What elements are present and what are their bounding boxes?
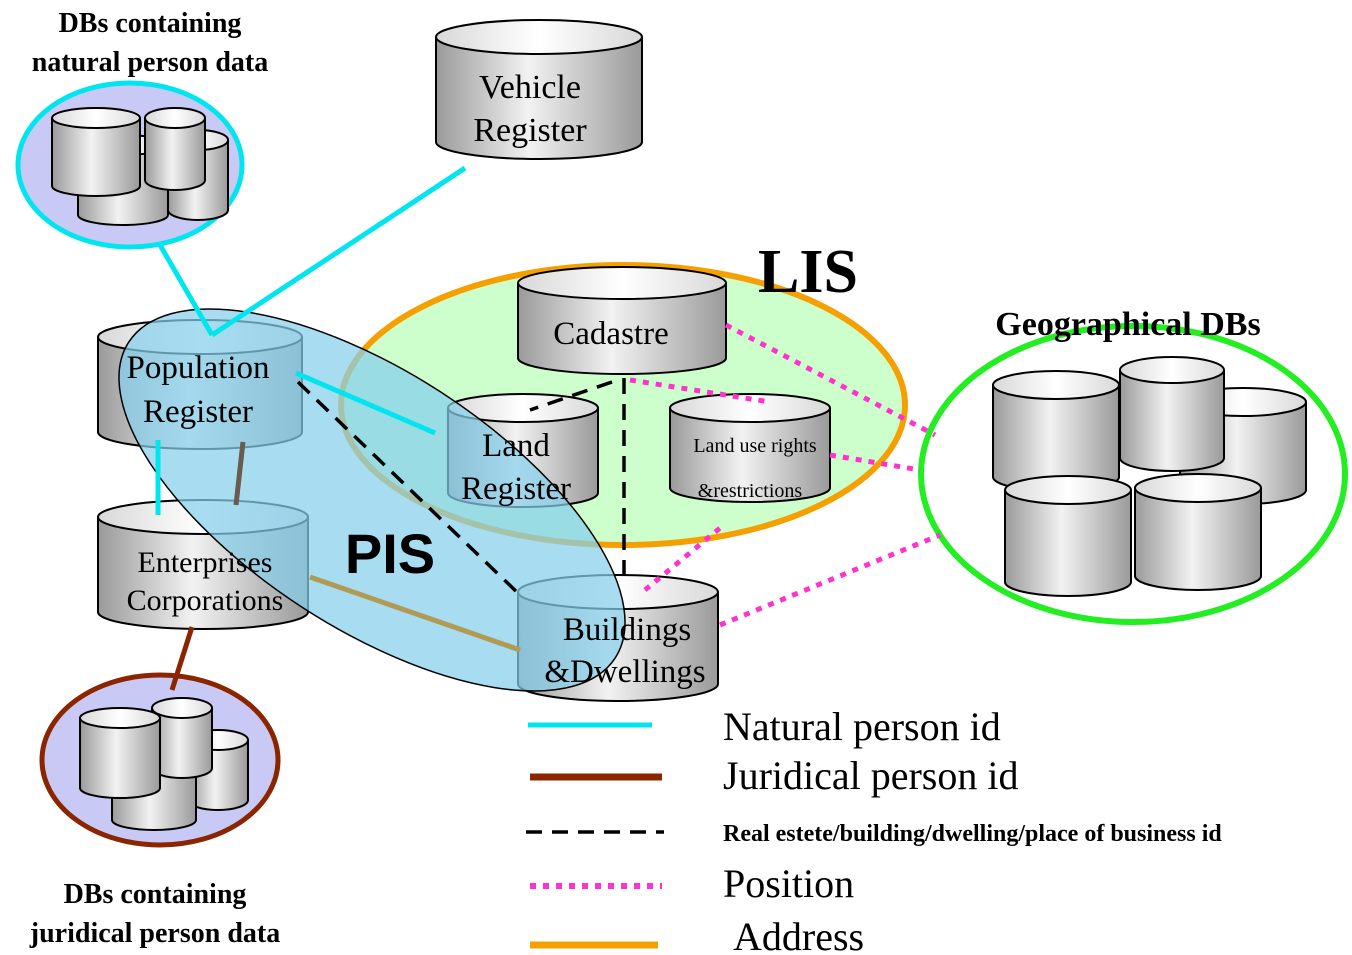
- population-label-line2: Register: [143, 394, 253, 430]
- legend-juridical-label: Juridical person id: [723, 753, 1019, 798]
- natural-db-cluster: [51, 107, 229, 226]
- juridical-db-cluster: [79, 697, 249, 831]
- geographical-dbs-title: Geographical DBs: [995, 306, 1260, 343]
- land-use-label-line1: Land use rights: [693, 435, 817, 457]
- pis-ellipse: [118, 308, 626, 692]
- enterprises-label-line2: Corporations: [127, 584, 284, 617]
- juridical-person-links: [169, 441, 521, 691]
- legend-natural-label: Natural person id: [723, 704, 1001, 749]
- land-register-label-line1: Land: [482, 428, 550, 464]
- buildings-label-line2: &Dwellings: [544, 654, 705, 690]
- legend-address-label: Address: [733, 914, 864, 955]
- geo-db-cylinder: [1004, 475, 1132, 597]
- cadastre-db: [517, 266, 727, 375]
- position-links: [629, 322, 941, 628]
- vehicle-label-line2: Register: [473, 112, 587, 149]
- geo-db-cylinder: [1134, 473, 1262, 591]
- natural-db-cylinder: [144, 107, 206, 191]
- land-register-label-line2: Register: [461, 471, 571, 507]
- enterprises-label-line1: Enterprises: [138, 546, 273, 579]
- geo-db-cluster: [992, 356, 1307, 597]
- lis-title: LIS: [758, 238, 858, 306]
- natural-person-links: [155, 165, 467, 515]
- vehicle-register-db: [435, 19, 643, 160]
- population-label-line1: Population: [126, 350, 269, 386]
- geo-db-cylinder: [1119, 356, 1225, 472]
- vehicle-label-line1: Vehicle: [479, 69, 581, 106]
- buildings-label-line1: Buildings: [563, 612, 691, 648]
- legend-position-label: Position: [723, 861, 854, 906]
- natural-caption-line1: DBs containing: [59, 8, 242, 39]
- group-captions: DBs containing natural person data DBs c…: [29, 8, 1261, 949]
- legend-realestate-label: Real estete/building/dwelling/place of b…: [723, 821, 1222, 847]
- geo-db-cylinder: [992, 370, 1120, 492]
- juridical-caption-line2: juridical person data: [29, 918, 280, 949]
- natural-caption-line2: natural person data: [32, 47, 268, 78]
- natural-db-cylinder: [51, 107, 141, 197]
- land-use-rights-db: [669, 393, 831, 503]
- legend: Natural person id Juridical person id Re…: [526, 704, 1222, 955]
- database-labels: Vehicle Register Population Register Ent…: [126, 69, 816, 690]
- juridical-db-cylinder: [79, 707, 161, 799]
- real-estate-id-links: [296, 378, 626, 597]
- juridical-caption-line1: DBs containing: [64, 879, 247, 910]
- land-use-label-line2: &restrictions: [698, 480, 803, 502]
- pis-title: PIS: [345, 522, 435, 585]
- cadastre-label: Cadastre: [553, 316, 668, 352]
